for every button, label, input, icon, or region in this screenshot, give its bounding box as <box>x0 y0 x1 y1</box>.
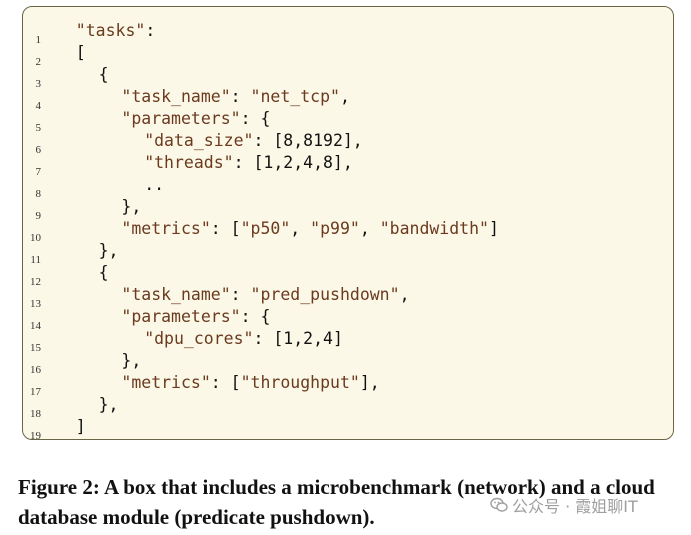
string-token: "threads" <box>144 153 234 172</box>
string-token: "throughput" <box>240 373 360 392</box>
string-token: "pred_pushdown" <box>250 285 400 304</box>
punctuation-token: : [1,2,4,8], <box>233 153 353 172</box>
punctuation-token: , <box>339 87 350 106</box>
punctuation-token: }, <box>98 395 119 414</box>
line-number: 12 <box>30 276 41 288</box>
line-number: 10 <box>30 232 41 244</box>
figure-caption: Figure 2: A box that includes a microben… <box>18 475 655 529</box>
string-token: "dpu_cores" <box>144 329 254 348</box>
code-line: ] <box>76 416 86 438</box>
punctuation-token: : [ <box>210 219 241 238</box>
code-line: { <box>99 64 109 86</box>
punctuation-token: ], <box>359 373 380 392</box>
punctuation-token: : [8,8192], <box>253 131 363 150</box>
code-line: "task_name": "net_tcp", <box>121 86 350 108</box>
line-number: 19 <box>30 430 41 442</box>
watermark-text: 公众号 · 霞姐聊IT <box>512 497 638 516</box>
code-line: }, <box>99 240 119 262</box>
punctuation-token: }, <box>121 351 142 370</box>
code-line: "parameters": { <box>121 108 270 130</box>
line-number: 14 <box>30 320 41 332</box>
code-line: "tasks": <box>76 20 155 42</box>
punctuation-token: , <box>399 285 410 304</box>
string-token: "parameters" <box>121 307 241 326</box>
punctuation-token: : [1,2,4] <box>253 329 343 348</box>
punctuation-token: , <box>359 219 380 238</box>
punctuation-token: ] <box>488 219 499 238</box>
line-number: 15 <box>30 342 41 354</box>
punctuation-token: .. <box>144 175 165 194</box>
punctuation-token: , <box>290 219 311 238</box>
code-line: "metrics": ["throughput"], <box>121 372 379 394</box>
line-number: 7 <box>35 166 42 178</box>
punctuation-token: : [ <box>210 373 241 392</box>
string-token: "task_name" <box>121 87 231 106</box>
punctuation-token: : <box>230 87 251 106</box>
punctuation-token: }, <box>121 197 142 216</box>
code-line: .. <box>144 174 164 196</box>
punctuation-token: [ <box>75 43 86 62</box>
punctuation-token: ] <box>75 417 86 436</box>
code-line: "threads": [1,2,4,8], <box>144 152 353 174</box>
code-line: "data_size": [8,8192], <box>144 130 363 152</box>
wechat-icon <box>490 497 508 512</box>
punctuation-token: { <box>98 65 109 84</box>
string-token: "bandwidth" <box>379 219 489 238</box>
code-line: { <box>99 262 109 284</box>
string-token: "metrics" <box>121 373 211 392</box>
code-line: }, <box>99 394 119 416</box>
code-line: "metrics": ["p50", "p99", "bandwidth"] <box>121 218 499 240</box>
punctuation-token: }, <box>98 241 119 260</box>
code-line: [ <box>76 42 86 64</box>
punctuation-token: : <box>230 285 251 304</box>
line-number: 11 <box>30 254 41 266</box>
string-token: "parameters" <box>121 109 241 128</box>
code-line: }, <box>121 196 141 218</box>
line-number: 4 <box>35 100 42 112</box>
code-line: "dpu_cores": [1,2,4] <box>144 328 343 350</box>
string-token: "p50" <box>240 219 291 238</box>
string-token: "metrics" <box>121 219 211 238</box>
line-number: 8 <box>35 188 42 200</box>
line-number: 2 <box>35 56 42 68</box>
line-number: 9 <box>35 210 42 222</box>
code-line: "task_name": "pred_pushdown", <box>121 284 409 306</box>
punctuation-token: : { <box>240 109 271 128</box>
line-number: 13 <box>30 298 41 310</box>
line-number: 3 <box>35 78 42 90</box>
string-token: "task_name" <box>121 285 231 304</box>
punctuation-token: : <box>145 21 156 40</box>
watermark: 公众号 · 霞姐聊IT <box>490 493 638 517</box>
punctuation-token: { <box>98 263 109 282</box>
line-number: 1 <box>35 34 42 46</box>
line-number: 17 <box>30 386 41 398</box>
string-token: "net_tcp" <box>250 87 340 106</box>
punctuation-token: : { <box>240 307 271 326</box>
line-number: 5 <box>35 122 42 134</box>
line-number: 6 <box>35 144 42 156</box>
string-token: "tasks" <box>75 21 146 40</box>
code-line: }, <box>121 350 141 372</box>
line-number: 18 <box>30 408 41 420</box>
string-token: "p99" <box>310 219 360 238</box>
line-number: 16 <box>30 364 41 376</box>
code-line: "parameters": { <box>121 306 270 328</box>
string-token: "data_size" <box>144 131 254 150</box>
